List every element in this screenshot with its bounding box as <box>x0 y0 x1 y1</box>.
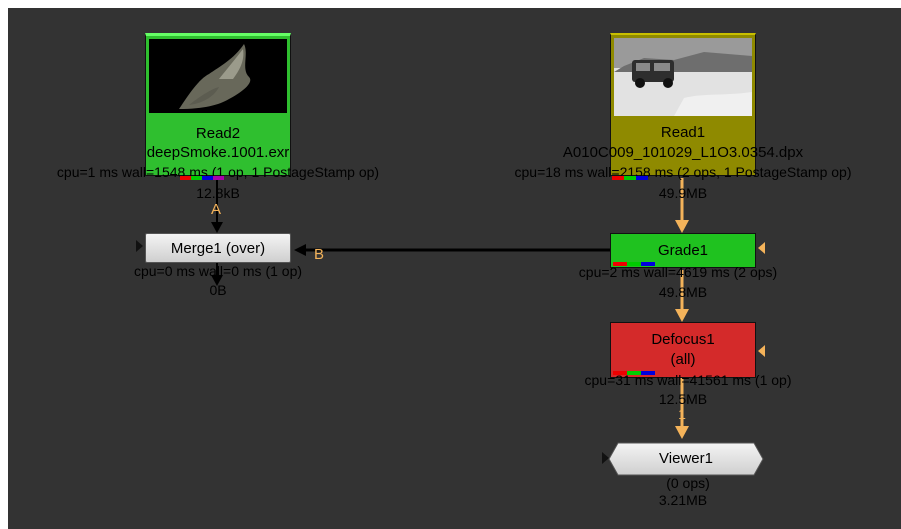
smoke-image <box>179 44 251 109</box>
read2-file: deepSmoke.1001.exr <box>146 144 290 161</box>
merge1-input-b-label: B <box>314 246 325 263</box>
read1-file: A010C009_101029_L1O3.0354.dpx <box>562 144 804 161</box>
merge1-stats: cpu=0 ms wall=0 ms (1 op) <box>133 263 303 279</box>
arrow-merge1-output <box>211 275 223 286</box>
read2-channel-bar <box>180 176 224 180</box>
grade1-node[interactable]: Grade1 <box>610 233 756 268</box>
grade1-mask-input-arrow[interactable] <box>758 242 765 254</box>
merge1-memory: 0B <box>209 282 227 298</box>
merge1-mask-input-arrow[interactable] <box>136 240 143 252</box>
defocus1-mask-input-arrow[interactable] <box>758 345 765 357</box>
defocus1-stats: cpu=31 ms wall=41561 ms (1 op) <box>584 372 792 388</box>
arrow-read2-merge1 <box>211 222 223 233</box>
merge1-name: Merge1 (over) <box>170 240 266 257</box>
read2-stats: cpu=1 ms wall=1548 ms (1 op, 1 PostageSt… <box>56 164 380 180</box>
defocus1-channel-bar <box>613 371 655 375</box>
read1-memory: 49.9MB <box>658 185 708 201</box>
viewer1-input-index: 1 <box>678 406 686 422</box>
grade1-channel-bar <box>613 262 655 266</box>
read1-stats: cpu=18 ms wall=2158 ms (2 ops, 1 Postage… <box>514 164 852 180</box>
arrow-defocus1-viewer1 <box>675 426 689 439</box>
defocus1-name: Defocus1 <box>651 331 715 348</box>
viewer1-node[interactable] <box>608 442 764 476</box>
viewer1-input-arrow[interactable] <box>602 452 609 464</box>
read2-name: Read2 <box>195 125 241 142</box>
grade1-memory: 49.8MB <box>658 284 708 300</box>
arrow-grade1-defocus1 <box>675 309 689 322</box>
read2-memory: 12.8kB <box>196 185 240 201</box>
defocus1-node[interactable]: Defocus1 (all) <box>610 322 756 378</box>
read1-node[interactable]: Read1 <box>610 33 756 176</box>
read2-node[interactable]: Read2 deepSmoke.1001.exr <box>145 33 291 176</box>
grade1-name: Grade1 <box>657 242 709 259</box>
viewer1-stats: (0 ops) <box>666 475 710 491</box>
arrow-grade1-merge1 <box>294 244 306 256</box>
merge1-input-a-label: A <box>211 201 222 218</box>
defocus1-mask: (all) <box>670 351 696 368</box>
viewer1-memory: 3.21MB <box>658 492 708 508</box>
read1-name: Read1 <box>660 124 706 141</box>
read2-thumbnail <box>149 39 287 113</box>
read1-channel-bar <box>612 176 648 180</box>
car-image <box>614 38 752 116</box>
read1-thumbnail <box>614 38 752 116</box>
node-graph[interactable]: Read2 deepSmoke.1001.exr cpu=1 ms wall=1… <box>8 8 901 529</box>
connection-wires <box>211 178 689 439</box>
viewer1-name: Viewer1 <box>659 450 713 467</box>
arrow-read1-grade1 <box>675 220 689 233</box>
defocus1-memory: 12.5MB <box>658 391 708 407</box>
grade1-stats: cpu=2 ms wall=4619 ms (2 ops) <box>578 264 778 280</box>
merge1-node[interactable]: Merge1 (over) <box>145 233 291 263</box>
